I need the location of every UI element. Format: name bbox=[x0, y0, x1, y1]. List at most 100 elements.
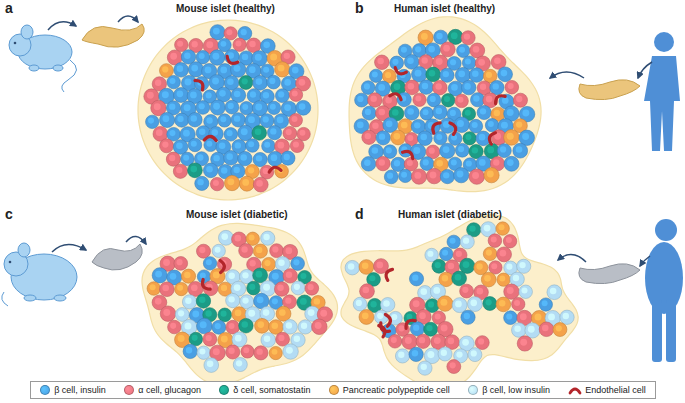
cell bbox=[460, 258, 475, 273]
cell bbox=[471, 93, 485, 107]
cell bbox=[460, 284, 474, 298]
cell bbox=[247, 281, 261, 295]
cell bbox=[447, 360, 461, 374]
legend-item: β cell, insulin bbox=[40, 385, 106, 395]
endothelial-cell bbox=[269, 166, 281, 172]
cell bbox=[261, 333, 276, 348]
cell bbox=[267, 75, 281, 89]
cell bbox=[173, 164, 187, 178]
cell bbox=[432, 259, 446, 273]
cell bbox=[160, 282, 175, 297]
cell bbox=[289, 114, 302, 127]
cell bbox=[224, 27, 237, 40]
cell bbox=[226, 293, 240, 307]
cell bbox=[368, 93, 382, 107]
legend-text: β cell, low insulin bbox=[482, 385, 550, 395]
cell bbox=[218, 114, 231, 127]
cell bbox=[409, 272, 423, 286]
cell bbox=[513, 93, 527, 107]
cell bbox=[539, 322, 554, 337]
endothelial-cell bbox=[379, 324, 387, 337]
endothelial-cell bbox=[430, 121, 440, 133]
cell bbox=[289, 88, 302, 101]
cell bbox=[460, 235, 474, 249]
cell bbox=[283, 269, 297, 283]
cell bbox=[452, 271, 467, 286]
cell bbox=[175, 282, 188, 295]
cell bbox=[283, 320, 297, 334]
cell bbox=[440, 143, 455, 158]
arrow bbox=[126, 236, 146, 244]
cell bbox=[484, 168, 499, 183]
cell bbox=[188, 113, 202, 127]
cell bbox=[239, 176, 254, 191]
cell bbox=[525, 323, 540, 338]
cell bbox=[174, 63, 189, 78]
cell bbox=[241, 345, 254, 358]
cell bbox=[255, 318, 270, 333]
cell bbox=[360, 284, 375, 299]
cell bbox=[203, 257, 216, 270]
endothelial-cell bbox=[394, 68, 407, 76]
cell bbox=[246, 139, 260, 153]
cell bbox=[497, 247, 512, 262]
cell bbox=[381, 298, 395, 312]
legend-item: Endothelial cell bbox=[568, 385, 646, 395]
cell bbox=[560, 310, 574, 324]
cell bbox=[505, 80, 519, 94]
cell bbox=[454, 168, 469, 183]
cell bbox=[376, 131, 390, 145]
cell bbox=[547, 285, 562, 300]
cell bbox=[296, 100, 311, 115]
cell bbox=[173, 140, 188, 155]
cell bbox=[468, 297, 483, 312]
cell bbox=[188, 138, 202, 152]
panel-letter: a bbox=[5, 1, 13, 16]
cell bbox=[418, 131, 433, 146]
cell bbox=[461, 310, 475, 324]
arrow bbox=[638, 62, 652, 78]
cell bbox=[355, 93, 369, 107]
cell bbox=[196, 294, 210, 308]
cell bbox=[297, 127, 310, 140]
cell bbox=[175, 308, 189, 322]
cell bbox=[420, 107, 433, 120]
endothelial-cell bbox=[225, 56, 237, 65]
cell bbox=[440, 247, 453, 260]
cell bbox=[269, 320, 284, 335]
cell bbox=[399, 169, 412, 182]
legend-swatch bbox=[468, 385, 478, 395]
endothelial-cell bbox=[493, 93, 505, 103]
cell bbox=[391, 130, 406, 145]
cell bbox=[440, 169, 454, 183]
cell bbox=[260, 114, 274, 128]
cell bbox=[490, 80, 504, 94]
cell bbox=[362, 106, 376, 120]
cell bbox=[362, 130, 376, 144]
cell bbox=[375, 55, 390, 70]
cell bbox=[517, 259, 531, 273]
endothelial-cell bbox=[488, 131, 496, 144]
cell bbox=[254, 346, 268, 360]
cell bbox=[195, 176, 209, 190]
cell bbox=[159, 64, 173, 78]
cell bbox=[175, 113, 189, 127]
cell bbox=[239, 76, 253, 90]
cell bbox=[183, 344, 197, 358]
legend-item: δ cell, somatostatin bbox=[219, 385, 310, 395]
cell bbox=[475, 336, 489, 350]
cell bbox=[160, 139, 174, 153]
endothelial-cell bbox=[390, 92, 403, 100]
pancreas bbox=[579, 80, 640, 100]
cell bbox=[210, 177, 223, 190]
cell bbox=[197, 244, 211, 258]
cell bbox=[233, 38, 246, 51]
cell bbox=[291, 281, 305, 295]
cell bbox=[498, 67, 513, 82]
cell bbox=[382, 69, 396, 83]
cell bbox=[483, 247, 497, 261]
panel-letter: b bbox=[355, 1, 364, 16]
endothelial-cell bbox=[195, 78, 206, 90]
legend-item: β cell, low insulin bbox=[468, 385, 550, 395]
